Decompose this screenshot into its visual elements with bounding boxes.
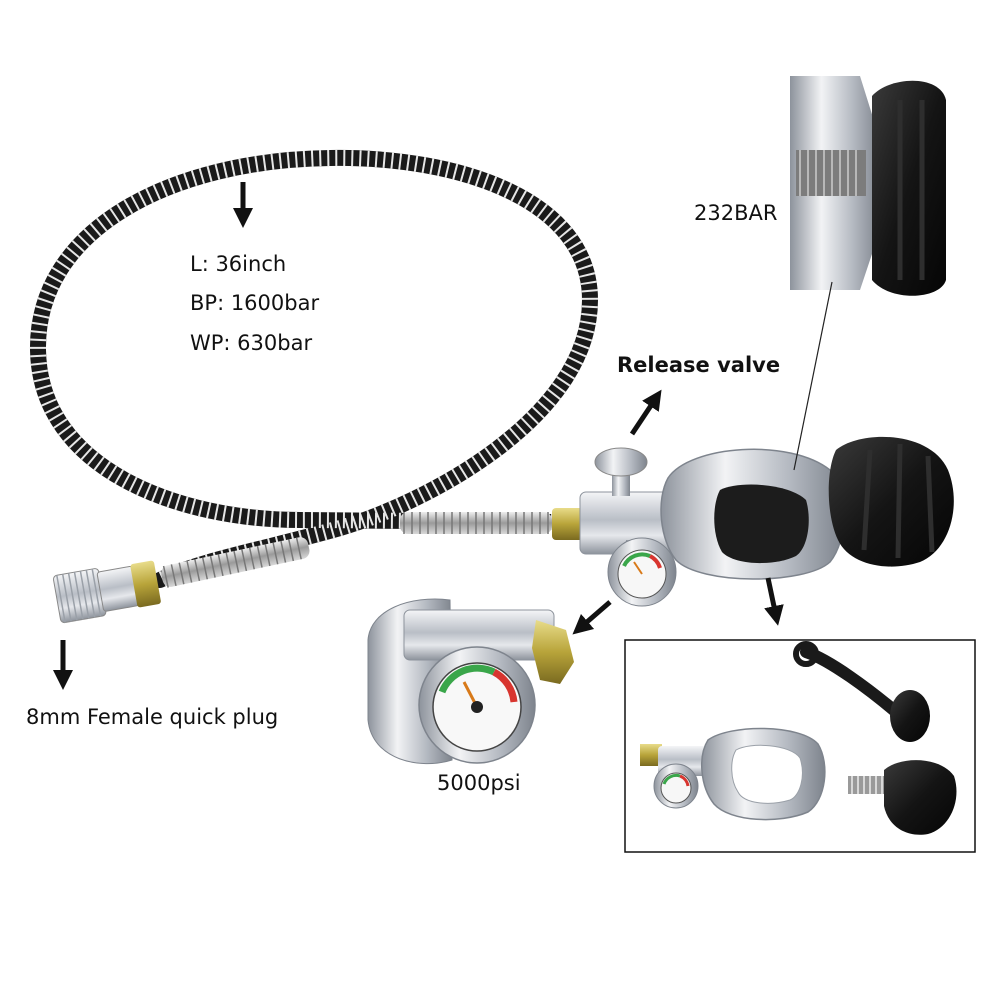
burst-pressure-label: BP: 1600bar	[190, 291, 320, 315]
release-valve-label: Release valve	[617, 353, 781, 377]
accessory-box	[624, 639, 976, 853]
quick-plug-label: 8mm Female quick plug	[26, 705, 279, 729]
bar-rating-label: 232BAR	[694, 201, 778, 225]
spring-guard-right	[400, 512, 552, 534]
leader-line	[793, 281, 833, 471]
working-pressure-label: WP: 630bar	[190, 331, 313, 355]
quick-plug	[52, 560, 161, 624]
yoke-closeup	[790, 76, 950, 296]
spring-guard-left	[161, 537, 310, 588]
hose-length-label: L: 36inch	[190, 252, 287, 276]
arrow-icon	[53, 182, 784, 690]
valve-assembly	[552, 436, 954, 607]
gauge-closeup	[367, 598, 574, 765]
hose	[29, 149, 599, 588]
gauge-rating-label: 5000psi	[437, 771, 521, 795]
